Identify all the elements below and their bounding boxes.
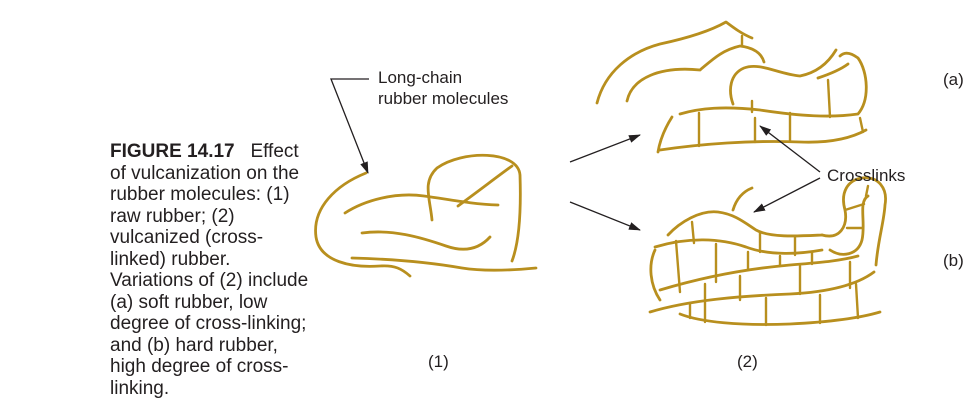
label-1: (1)	[428, 352, 449, 371]
soft-crosslink	[826, 78, 832, 119]
label-a: (a)	[943, 70, 964, 89]
soft-chain-5	[658, 128, 868, 152]
soft-crosslink	[858, 116, 865, 134]
vulcanization-diagram: Long-chain rubber molecules Crosslinks (…	[314, 20, 964, 371]
figure-caption-text: Effect of vulcanization on the rubber mo…	[110, 141, 309, 399]
hard-crosslink	[690, 220, 696, 245]
soft-chain-3	[729, 48, 838, 106]
raw-chain-5	[426, 153, 522, 263]
raw-chain-2	[343, 193, 500, 215]
hard-chain-8	[820, 176, 887, 267]
soft-chain-1	[595, 20, 754, 105]
figure-caption: FIGURE 14.17 Effect of vulcanization on …	[110, 141, 310, 399]
hard-crosslink	[864, 184, 870, 198]
soft-chain-7	[816, 62, 850, 80]
raw-chain-3	[360, 230, 492, 251]
soft-chain-2	[625, 44, 766, 103]
hard-rubber-crosslinks	[674, 184, 870, 327]
molecules-label-line2: rubber molecules	[378, 89, 508, 108]
label-2: (2)	[737, 352, 758, 371]
figure-number: FIGURE 14.17	[110, 141, 235, 162]
arrow-to-soft-rubber	[569, 134, 641, 163]
hard-chain-1	[666, 210, 824, 238]
crosslinks-label: Crosslinks	[827, 166, 905, 185]
hard-chain-4	[648, 270, 876, 314]
hard-chain-7	[731, 186, 754, 212]
hard-crosslink	[843, 202, 866, 212]
soft-chain-4	[678, 51, 868, 118]
soft-rubber-chains	[595, 20, 868, 154]
hard-chain-2	[653, 238, 824, 255]
hard-chain-6	[678, 310, 882, 326]
hard-crosslink	[674, 239, 682, 294]
hard-rubber-chains	[648, 176, 887, 326]
raw-rubber-molecules	[314, 153, 538, 278]
label-b: (b)	[943, 251, 964, 270]
hard-chain-5	[649, 248, 662, 302]
hard-crosslink	[854, 282, 860, 320]
hard-chain-3	[658, 254, 860, 292]
leader-molecules	[330, 78, 369, 174]
raw-chain-6	[456, 164, 514, 208]
arrow-to-hard-rubber	[569, 201, 641, 231]
leader-crosslinks-hard	[753, 177, 821, 213]
raw-chain-4	[350, 256, 538, 272]
soft-rubber-crosslinks	[697, 34, 865, 148]
soft-chain-6	[656, 115, 674, 154]
raw-chain-1	[314, 171, 412, 278]
molecules-label-line1: Long-chain	[378, 68, 462, 87]
leader-crosslinks-soft	[759, 125, 821, 173]
